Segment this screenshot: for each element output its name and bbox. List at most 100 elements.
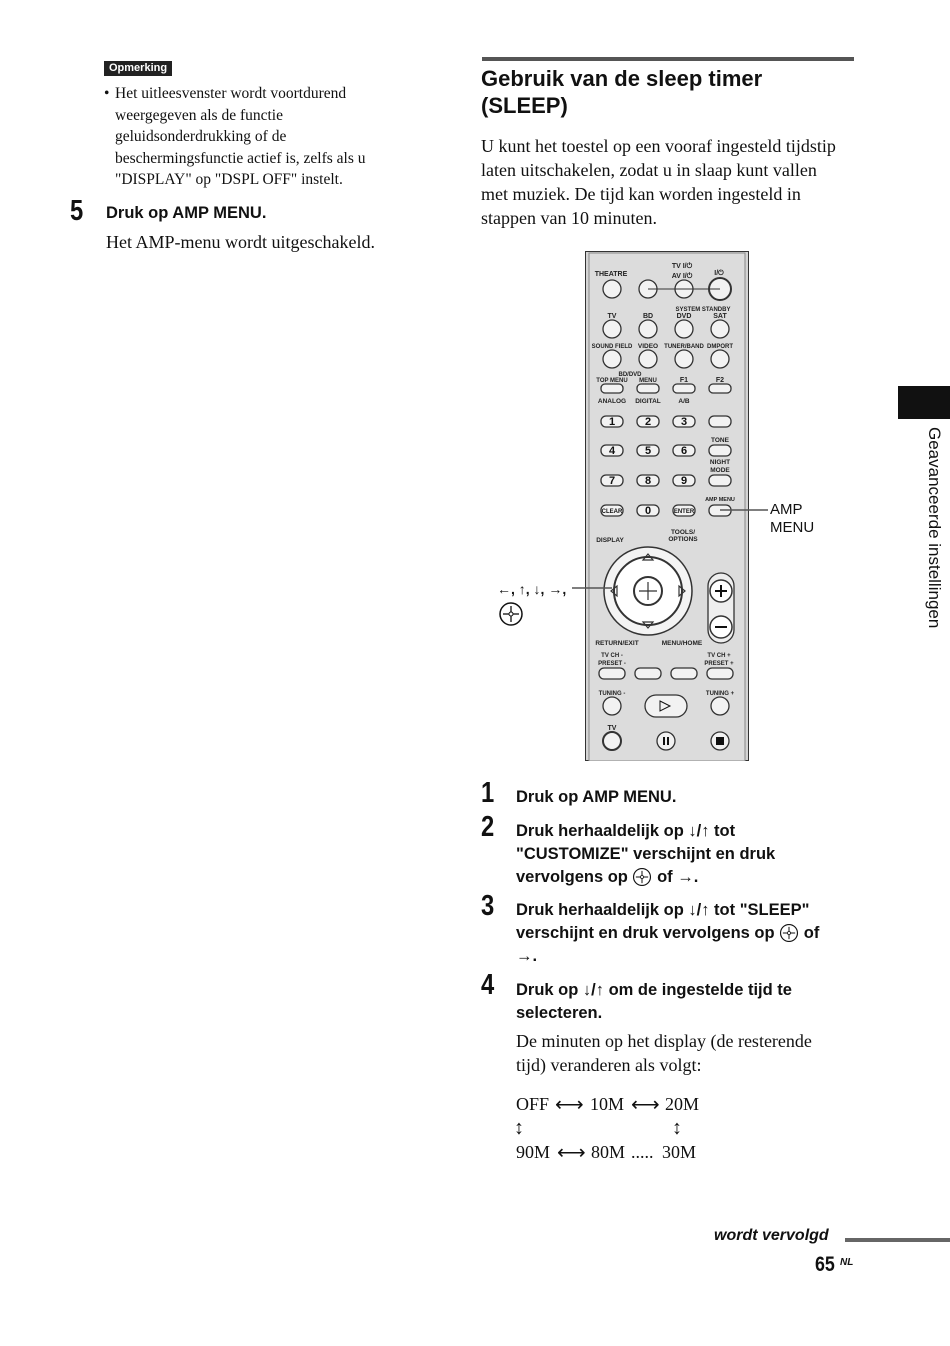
remote-label-tuner-band: TUNER/BAND xyxy=(664,344,704,350)
select-button-icon xyxy=(499,602,523,626)
remote-key-9: 9 xyxy=(681,475,687,487)
remote-label-preset-minus: PRESET - xyxy=(598,661,626,667)
section-heading: Gebruik van de sleep timer (SLEEP) xyxy=(481,65,861,119)
step-line: verschijnt en druk vervolgens op of xyxy=(516,923,820,943)
remote-label-av-power: AV I/⏻ xyxy=(672,272,693,280)
step-line: vervolgens op of →. xyxy=(516,867,699,887)
remote-label-night: NIGHT xyxy=(710,459,730,466)
remote-key-2: 2 xyxy=(645,416,651,428)
remote-label-amp-menu: AMP MENU xyxy=(705,497,735,503)
remote-key-5: 5 xyxy=(645,445,651,457)
step-line: selecteren. xyxy=(516,1004,603,1022)
continued-label: wordt vervolgd xyxy=(714,1227,829,1244)
step-number: 3 xyxy=(481,890,495,922)
remote-key-1: 1 xyxy=(609,416,615,428)
note-text: • Het uitleesvenster wordt voortdurend w… xyxy=(104,83,434,191)
callout-amp-menu-line: AMP xyxy=(770,501,803,518)
continued-rule xyxy=(845,1238,950,1242)
remote-label-video: VIDEO xyxy=(638,343,658,350)
remote-label-bd-dvd: BD/DVD xyxy=(618,372,642,378)
side-tab-marker xyxy=(898,386,950,419)
seq-arrow-ud: ↕ xyxy=(672,1117,682,1139)
remote-label-tv-power: TV I/⏻ xyxy=(672,262,693,270)
remote-label-tv-ch-minus: TV CH - xyxy=(601,653,623,659)
step-number: 1 xyxy=(481,777,495,809)
remote-label-dmport: DMPORT xyxy=(707,344,733,350)
remote-label-tv-bottom: TV xyxy=(608,725,617,732)
seq-arrow-ud: ↕ xyxy=(514,1117,524,1139)
step-number: 2 xyxy=(481,811,495,843)
remote-key-enter: ENTER xyxy=(674,509,695,515)
remote-label-bd: BD xyxy=(643,313,653,320)
seq-dots: ..... xyxy=(631,1142,654,1162)
remote-label-return-exit: RETURN/EXIT xyxy=(595,640,638,647)
remote-label-ab: A/B xyxy=(678,398,690,405)
remote-key-clear: CLEAR xyxy=(602,509,623,515)
note-line: geluidsonderdrukking of de xyxy=(115,128,287,145)
remote-label-tv-ch-plus: TV CH + xyxy=(707,653,731,659)
remote-label-display: DISPLAY xyxy=(596,537,624,544)
remote-key-6: 6 xyxy=(681,445,687,457)
step-4-description: De minuten op het display (de resterende… xyxy=(516,1029,812,1077)
remote-label-power: I/⏻ xyxy=(714,269,724,277)
callout-arrows-leader xyxy=(572,587,612,589)
note-line: weergegeven als de functie xyxy=(115,106,283,124)
remote-label-system-standby: SYSTEM STANDBY xyxy=(676,307,731,313)
remote-label-menu-home: MENU/HOME xyxy=(662,640,703,647)
intro-line: laten uitschakelen, zodat u in slaap kun… xyxy=(481,160,817,180)
note-bullet: • xyxy=(104,85,110,102)
step-4-text: Druk op ↓/↑ om de ingestelde tijd te sel… xyxy=(516,979,792,1025)
heading-line: Gebruik van de sleep timer xyxy=(481,66,763,91)
remote-key-0: 0 xyxy=(645,505,651,517)
desc-line: tijd) veranderen als volgt: xyxy=(516,1055,702,1075)
remote-label-tuning-plus: TUNING + xyxy=(706,691,735,697)
remote-label-sound-field: SOUND FIELD xyxy=(592,344,633,350)
callout-amp-menu-leader xyxy=(720,509,768,511)
callout-amp-menu: AMP MENU xyxy=(770,501,814,537)
step-line: Druk herhaaldelijk op ↓/↑ tot "SLEEP" xyxy=(516,901,810,919)
remote-key-8: 8 xyxy=(645,475,651,487)
remote-key-3: 3 xyxy=(681,416,687,428)
seq-arrow-lr: ⟷ xyxy=(555,1094,584,1116)
page-suffix: NL xyxy=(840,1257,854,1268)
note-line: "DISPLAY" op "DSPL OFF" instelt. xyxy=(115,171,343,188)
seq-30m: 30M xyxy=(662,1142,697,1162)
step-2-text: Druk herhaaldelijk op ↓/↑ tot "CUSTOMIZE… xyxy=(516,820,775,889)
heading-rule xyxy=(482,57,854,61)
remote-label-mode: MODE xyxy=(710,467,730,474)
seq-90m: 90M xyxy=(516,1142,551,1162)
select-button-icon xyxy=(633,867,652,887)
seq-arrow-lr: ⟷ xyxy=(557,1142,586,1164)
remote-label-options: OPTIONS xyxy=(668,536,698,543)
seq-arrow-lr: ⟷ xyxy=(631,1094,660,1116)
remote-label-f2: F2 xyxy=(716,377,724,384)
left-step-title: Druk op AMP MENU. xyxy=(106,204,267,222)
step-line: Druk op AMP MENU. xyxy=(516,788,677,806)
section-intro: U kunt het toestel op een vooraf ingeste… xyxy=(481,134,861,230)
seq-80m: 80M xyxy=(591,1142,626,1162)
remote-label-tuning-minus: TUNING - xyxy=(599,691,626,697)
side-tab-text: Geavanceerde instellingen xyxy=(925,427,944,629)
step-line: Druk op ↓/↑ om de ingestelde tijd te xyxy=(516,981,792,999)
step-1-text: Druk op AMP MENU. xyxy=(516,786,676,809)
select-button-icon xyxy=(780,923,799,943)
heading-line: (SLEEP) xyxy=(481,93,568,118)
remote-key-4: 4 xyxy=(609,445,616,457)
remote-label-f1: F1 xyxy=(680,377,688,384)
remote-control-illustration: THEATRE TV I/⏻ AV I/⏻ I/⏻ SYSTEM STANDBY… xyxy=(585,251,749,761)
intro-line: met muziek. De tijd kan worden ingesteld… xyxy=(481,184,801,204)
remote-label-tools: TOOLS/ xyxy=(671,529,695,536)
remote-key-7: 7 xyxy=(609,475,615,487)
step-line: Druk herhaaldelijk op ↓/↑ tot xyxy=(516,822,736,840)
page-number: 65 xyxy=(815,1253,835,1276)
remote-label-preset-plus: PRESET + xyxy=(704,661,734,667)
remote-label-tv: TV xyxy=(608,313,617,320)
desc-line: De minuten op het display (de resterende xyxy=(516,1031,812,1051)
remote-label-dvd: DVD xyxy=(677,313,692,320)
step-3-text: Druk herhaaldelijk op ↓/↑ tot "SLEEP" ve… xyxy=(516,899,819,968)
remote-label-digital: DIGITAL xyxy=(635,398,661,405)
remote-label-analog: ANALOG xyxy=(598,398,626,405)
callout-amp-menu-line: MENU xyxy=(770,519,815,536)
remote-label-top-menu: TOP MENU xyxy=(596,378,627,384)
intro-line: U kunt het toestel op een vooraf ingeste… xyxy=(481,136,836,156)
